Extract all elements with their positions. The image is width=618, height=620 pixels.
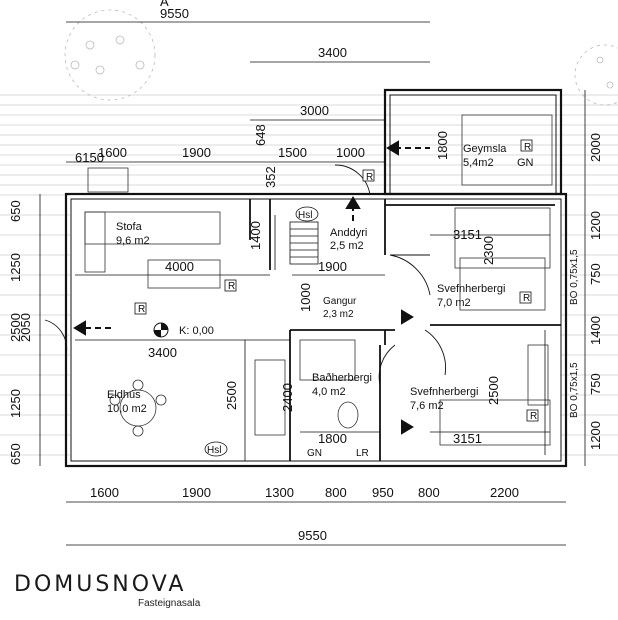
- room-bed1-area: 7,0 m2: [437, 297, 471, 309]
- r-label-4: R: [138, 304, 145, 315]
- room-living-area: 9,6 m2: [116, 235, 150, 247]
- dim-inner-1800: 1800: [435, 131, 450, 160]
- dimension-lines: [39, 21, 586, 546]
- interior-walls: [249, 199, 561, 461]
- dim-bottom-1300: 1300: [265, 485, 294, 500]
- dim-inner-1000: 1000: [298, 283, 313, 312]
- room-corridor-name: Gangur: [323, 296, 357, 307]
- room-bed2-area: 7,6 m2: [410, 400, 444, 412]
- r-label-2: R: [366, 172, 373, 183]
- dim-6150: 6150: [75, 150, 104, 165]
- window-label-2: BO 0,75x1,5: [569, 362, 580, 418]
- room-bath-name: Baðherbergi: [312, 372, 372, 384]
- dim-352: 352: [263, 166, 278, 188]
- grid-marker: A: [160, 0, 169, 9]
- dim-1600-top: 1600: [98, 145, 127, 160]
- dim-top-3400: 3400: [318, 45, 347, 60]
- dim-left-2500: 2500: [8, 313, 23, 342]
- room-bath-area: 4,0 m2: [312, 386, 346, 398]
- level-marker: [153, 322, 169, 338]
- room-hall-name: Anddyri: [330, 227, 367, 239]
- window-label-1: BO 0,75x1,5: [569, 249, 580, 305]
- dim-inner-1400: 1400: [248, 221, 263, 250]
- dim-left-2050: 2050: [18, 313, 33, 342]
- dim-inner-1800b: 1800: [318, 431, 347, 446]
- tree-sketch-left: [64, 9, 156, 101]
- lr-label: LR: [356, 448, 369, 459]
- entrance-steps: [289, 221, 319, 265]
- room-storage-name: Geymsla: [463, 143, 507, 155]
- r-label-1: R: [524, 142, 531, 153]
- gn-label: GN: [307, 448, 322, 459]
- dim-top-total: 9550: [160, 6, 189, 21]
- dim-bottom-total: 9550: [298, 528, 327, 543]
- hsl-label-bottom: Hsl: [207, 445, 221, 456]
- dim-inner-3151b: 3151: [453, 431, 482, 446]
- furniture: [84, 114, 553, 446]
- dim-inner-2500a: 2500: [224, 381, 239, 410]
- r-label-5: R: [523, 293, 530, 304]
- room-storage-tag: GN: [517, 157, 534, 169]
- tree-sketch-right: [574, 44, 618, 106]
- dim-inner-2400: 2400: [280, 383, 295, 412]
- dim-bottom-1600: 1600: [90, 485, 119, 500]
- entrance-arrows: [73, 140, 430, 435]
- dim-1500: 1500: [278, 145, 307, 160]
- r-markers: [134, 139, 539, 422]
- exterior-walls: [64, 88, 568, 468]
- exterior-hatching: [0, 94, 618, 456]
- dim-inner-2300: 2300: [481, 236, 496, 265]
- dim-1000-top: 1000: [336, 145, 365, 160]
- dim-inner-2500b: 2500: [486, 376, 501, 405]
- dim-right-2000: 2000: [588, 133, 603, 162]
- room-bed2-name: Svefnherbergi: [410, 386, 479, 398]
- dim-inner-1900: 1900: [318, 259, 347, 274]
- room-bed1-name: Svefnherbergi: [437, 283, 506, 295]
- dim-left-1250b: 1250: [8, 389, 23, 418]
- dim-top-3000: 3000: [300, 103, 329, 118]
- dim-inner-4000: 4000: [165, 259, 194, 274]
- dim-1900-top: 1900: [182, 145, 211, 160]
- dim-right-750b: 750: [588, 373, 603, 395]
- r-label-3: R: [228, 281, 235, 292]
- level-label: K: 0,00: [179, 325, 214, 337]
- dim-bottom-800b: 800: [418, 485, 440, 500]
- dim-left-1250a: 1250: [8, 253, 23, 282]
- dim-left-650a: 650: [8, 200, 23, 222]
- dim-left-650b: 650: [8, 443, 23, 465]
- dim-bottom-950: 950: [372, 485, 394, 500]
- room-storage-area: 5,4m2: [463, 157, 494, 169]
- r-label-6: R: [530, 411, 537, 422]
- dim-right-1200b: 1200: [588, 421, 603, 450]
- dim-bottom-800a: 800: [325, 485, 347, 500]
- hsl-label-top: Hsl: [298, 210, 312, 221]
- dim-right-1400: 1400: [588, 316, 603, 345]
- dim-right-1200a: 1200: [588, 211, 603, 240]
- dim-bottom-2200: 2200: [490, 485, 519, 500]
- room-corridor-area: 2,3 m2: [323, 309, 354, 320]
- dim-inner-3151a: 3151: [453, 227, 482, 242]
- door-swings: [44, 164, 446, 386]
- room-hall-area: 2,5 m2: [330, 240, 364, 252]
- room-living-name: Stofa: [116, 221, 143, 233]
- brand-subtitle: Fasteignasala: [138, 598, 201, 609]
- room-kitchen-area: 10,0 m2: [107, 403, 147, 415]
- dim-bottom-1900: 1900: [182, 485, 211, 500]
- brand-logo: DOMUSNOVA: [14, 572, 187, 597]
- room-kitchen-name: Eldhús: [107, 389, 141, 401]
- dim-648: 648: [253, 124, 268, 146]
- dim-inner-3400: 3400: [148, 345, 177, 360]
- dim-right-750a: 750: [588, 263, 603, 285]
